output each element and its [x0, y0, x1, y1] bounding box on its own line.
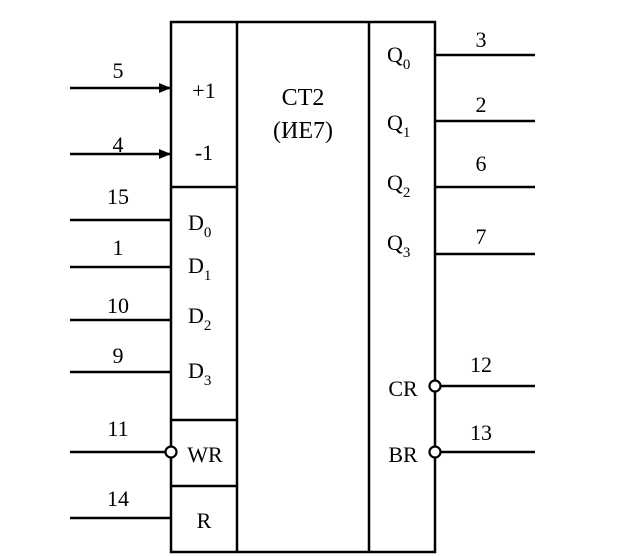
pin-number-down: 4 — [113, 132, 124, 157]
label-q3: Q3 — [387, 230, 410, 261]
label-borrow: BR — [388, 442, 418, 467]
pin-number-cr: 12 — [470, 352, 492, 377]
pin-number-br: 13 — [470, 420, 492, 445]
label-d0: D0 — [188, 210, 211, 241]
pin-number-r: 14 — [107, 486, 129, 511]
pin-number-q2: 6 — [476, 151, 487, 176]
pin-number-d2: 10 — [107, 293, 129, 318]
chip-outline — [169, 20, 437, 554]
chip-subtitle: (ИЕ7) — [273, 118, 333, 144]
cr-inversion-bubble — [428, 379, 442, 393]
wr-inversion-bubble — [164, 445, 178, 459]
label-q2: Q2 — [387, 170, 410, 201]
label-count-up: +1 — [192, 78, 215, 103]
label-carry: CR — [388, 376, 418, 401]
label-d1: D1 — [188, 253, 211, 284]
label-d2: D2 — [188, 303, 211, 334]
label-write: WR — [187, 442, 223, 467]
chip-body — [169, 20, 437, 554]
br-inversion-bubble — [428, 445, 442, 459]
pin-number-q0: 3 — [476, 27, 487, 52]
chip-title: CT2 — [282, 85, 325, 111]
label-q1: Q1 — [387, 110, 410, 141]
pin-number-q3: 7 — [476, 224, 487, 249]
pin-number-d1: 1 — [113, 235, 124, 260]
label-count-down: -1 — [195, 140, 213, 165]
label-q0: Q0 — [387, 42, 410, 73]
pin-number-up: 5 — [113, 58, 124, 83]
label-reset: R — [197, 508, 212, 533]
pin-number-wr: 11 — [107, 416, 128, 441]
pin-number-q1: 2 — [476, 92, 487, 117]
pin-number-d0: 15 — [107, 184, 129, 209]
pin-number-d3: 9 — [113, 343, 124, 368]
label-d3: D3 — [188, 358, 211, 389]
